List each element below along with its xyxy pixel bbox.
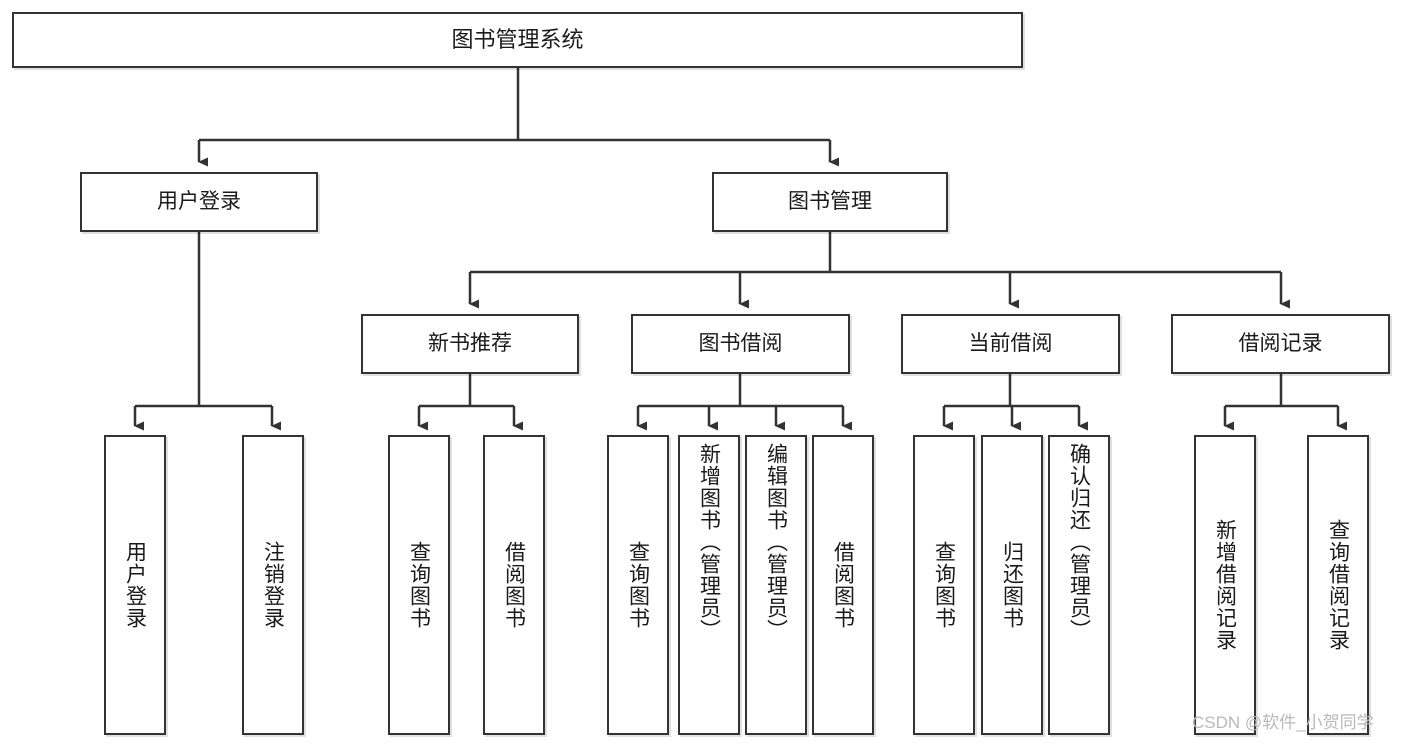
node-current-borrow-label: 当前借阅 bbox=[968, 331, 1053, 355]
node-leaf-return-book[interactable]: 归还图书 bbox=[981, 435, 1043, 735]
node-leaf-user-login[interactable]: 用户登录 bbox=[104, 435, 166, 735]
node-leaf-edit-book-label: 编辑图书（管理员） bbox=[764, 443, 788, 641]
node-root-label: 图书管理系统 bbox=[451, 27, 584, 53]
node-new-book-recommend[interactable]: 新书推荐 bbox=[361, 314, 579, 374]
node-leaf-edit-book[interactable]: 编辑图书（管理员） bbox=[745, 435, 807, 735]
csdn-watermark: CSDN @软件_小贺同学 bbox=[1192, 713, 1374, 732]
node-borrow-record[interactable]: 借阅记录 bbox=[1171, 314, 1390, 374]
node-leaf-query-borrow-record[interactable]: 查询借阅记录 bbox=[1307, 435, 1369, 735]
node-leaf-add-borrow-record[interactable]: 新增借阅记录 bbox=[1194, 435, 1256, 735]
node-leaf-confirm-return-label: 确认归还（管理员） bbox=[1067, 443, 1091, 641]
node-leaf-return-book-label: 归还图书 bbox=[1000, 541, 1024, 629]
node-leaf-query-book-recommend[interactable]: 查询图书 bbox=[388, 435, 450, 735]
node-leaf-user-logout-label: 注销登录 bbox=[261, 541, 285, 629]
node-book-borrow-label: 图书借阅 bbox=[698, 331, 783, 355]
node-leaf-query-book-borrow[interactable]: 查询图书 bbox=[607, 435, 669, 735]
node-leaf-query-book-borrow-label: 查询图书 bbox=[626, 541, 650, 629]
node-current-borrow[interactable]: 当前借阅 bbox=[901, 314, 1120, 374]
node-user-login[interactable]: 用户登录 bbox=[80, 172, 318, 232]
node-new-book-recommend-label: 新书推荐 bbox=[428, 331, 512, 355]
node-leaf-user-login-label: 用户登录 bbox=[123, 541, 147, 629]
node-user-login-label: 用户登录 bbox=[157, 189, 241, 213]
node-leaf-query-borrow-record-label: 查询借阅记录 bbox=[1326, 519, 1350, 651]
node-leaf-add-book-label: 新增图书（管理员） bbox=[697, 443, 721, 641]
node-leaf-add-borrow-record-label: 新增借阅记录 bbox=[1213, 519, 1237, 651]
node-leaf-borrow-book[interactable]: 借阅图书 bbox=[812, 435, 874, 735]
node-leaf-query-book-recommend-label: 查询图书 bbox=[407, 541, 431, 629]
node-leaf-borrow-book-recommend-label: 借阅图书 bbox=[502, 541, 526, 629]
node-leaf-borrow-book-recommend[interactable]: 借阅图书 bbox=[483, 435, 545, 735]
node-leaf-confirm-return[interactable]: 确认归还（管理员） bbox=[1048, 435, 1110, 735]
node-leaf-query-book-current[interactable]: 查询图书 bbox=[913, 435, 975, 735]
node-leaf-borrow-book-label: 借阅图书 bbox=[831, 541, 855, 629]
node-book-borrow[interactable]: 图书借阅 bbox=[631, 314, 850, 374]
node-leaf-query-book-current-label: 查询图书 bbox=[932, 541, 956, 629]
node-root[interactable]: 图书管理系统 bbox=[12, 12, 1023, 68]
node-book-management-label: 图书管理 bbox=[788, 189, 872, 213]
node-borrow-record-label: 借阅记录 bbox=[1238, 331, 1323, 355]
node-leaf-add-book[interactable]: 新增图书（管理员） bbox=[678, 435, 740, 735]
node-book-management[interactable]: 图书管理 bbox=[712, 172, 948, 232]
node-leaf-user-logout[interactable]: 注销登录 bbox=[242, 435, 304, 735]
